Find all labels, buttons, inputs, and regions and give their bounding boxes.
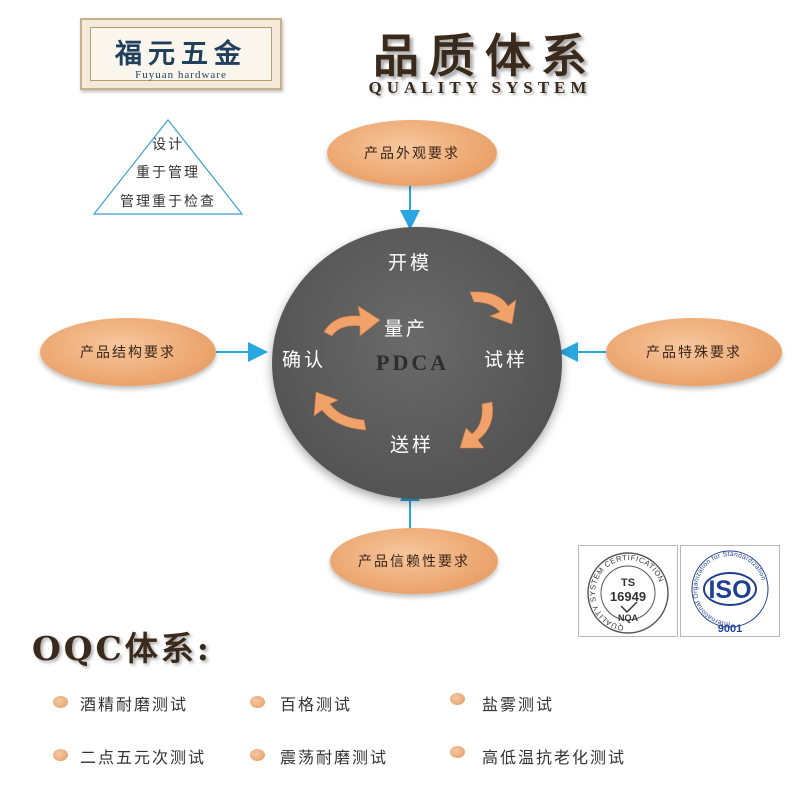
req-appearance: 产品外观要求	[327, 120, 497, 186]
curve-arrow-bottom-right	[459, 401, 493, 449]
company-logo: 福元五金 Fuyuan hardware	[80, 18, 282, 90]
stage-confirm: 确认	[282, 349, 327, 371]
triangle-line-3: 管理重于检查	[120, 194, 216, 210]
iso9001-certificate: International Organization for Standardi…	[680, 545, 780, 637]
iso-number: 9001	[718, 623, 742, 635]
bullet-icon	[450, 693, 465, 705]
stage-send-sample: 送样	[390, 434, 435, 456]
curve-arrow-top-right	[469, 291, 517, 325]
logo-english-name: Fuyuan hardware	[135, 69, 227, 81]
ts-number: 16949	[610, 589, 646, 604]
iso-code: ISO	[708, 576, 751, 604]
logo-chinese-name: 福元五金	[115, 39, 247, 70]
bullet-icon	[53, 749, 68, 761]
req-special-label: 产品特殊要求	[646, 345, 742, 361]
test-temperature-aging: 高低温抗老化测试	[482, 748, 627, 767]
req-special: 产品特殊要求	[606, 318, 782, 386]
iso9001-seal: International Organization for Standardi…	[691, 550, 769, 635]
bullet-icon	[250, 749, 265, 761]
test-cross-hatch: 百格测试	[280, 695, 353, 714]
bullet-icon	[53, 696, 68, 708]
pdca-label: PDCA	[376, 350, 450, 375]
test-vibration-abrasion: 震荡耐磨测试	[280, 748, 389, 767]
test-coin-scratch: 二点五元次测试	[80, 748, 207, 767]
ts-code: TS	[621, 577, 635, 589]
stage-mold-opening: 开模	[388, 252, 433, 274]
oqc-title: OQC体系:	[32, 629, 212, 668]
curve-arrow-top-left	[323, 305, 381, 337]
ts16949-seal: QUALITY SYSTEM CERTIFICATION TS 16949 NQ…	[587, 552, 669, 634]
req-structure: 产品结构要求	[40, 318, 216, 386]
page-subtitle: QUALITY SYSTEM	[368, 78, 592, 97]
bullet-icon	[450, 746, 465, 758]
test-salt-spray: 盐雾测试	[482, 695, 555, 714]
triangle-line-2: 重于管理	[136, 165, 200, 181]
page-title: 品质体系	[373, 29, 597, 83]
pdca-circle	[272, 227, 562, 499]
ts-org: NQA	[618, 613, 639, 623]
req-appearance-label: 产品外观要求	[364, 146, 460, 162]
check-icon	[620, 601, 638, 614]
test-alcohol-abrasion: 酒精耐磨测试	[80, 695, 189, 714]
triangle-line-1: 设计	[152, 137, 184, 153]
curve-arrow-bottom-left	[313, 391, 367, 431]
req-reliability-label: 产品信赖性要求	[358, 554, 470, 570]
stage-trial-sample: 试样	[484, 349, 529, 371]
principle-triangle	[92, 119, 244, 215]
req-reliability: 产品信赖性要求	[330, 528, 498, 594]
ts16949-certificate: QUALITY SYSTEM CERTIFICATION TS 16949 NQ…	[578, 545, 678, 637]
req-structure-label: 产品结构要求	[80, 345, 176, 361]
bullet-icon	[250, 696, 265, 708]
stage-mass-production: 量产	[384, 318, 429, 340]
